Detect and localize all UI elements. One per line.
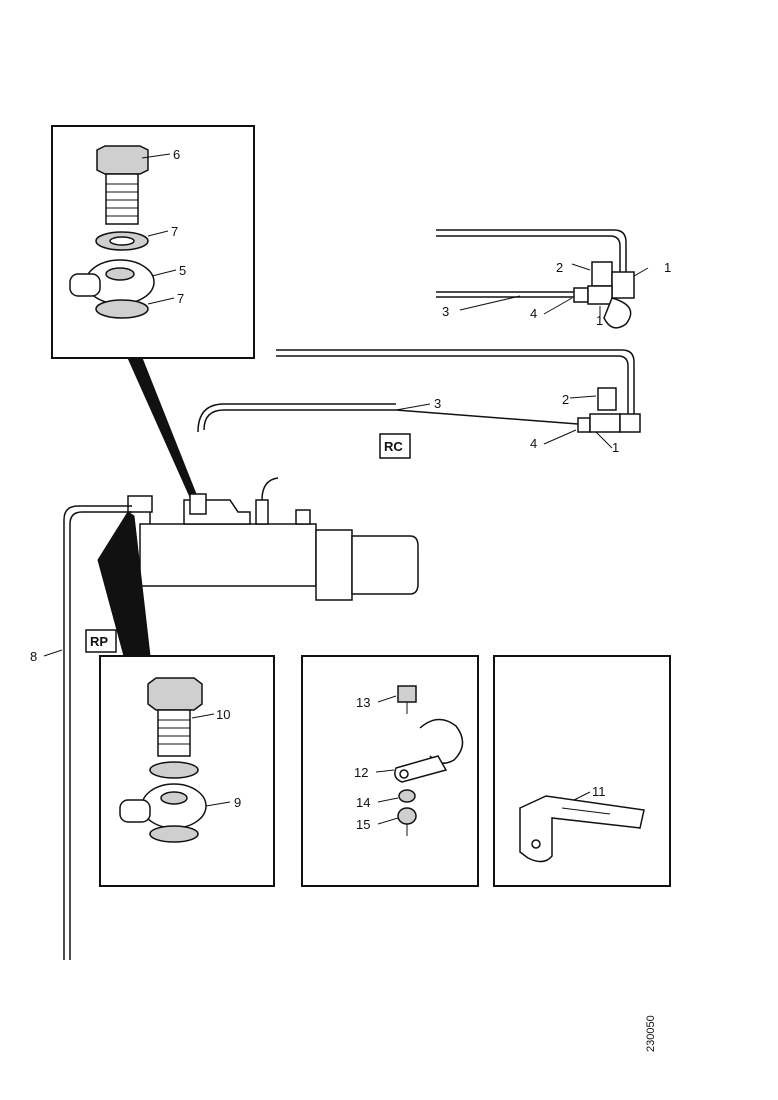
callout-8: 8 [30, 649, 37, 664]
callout-11: 11 [592, 784, 606, 799]
callout-10: 10 [216, 707, 230, 722]
callout-14: 14 [356, 795, 370, 810]
tag-rc: RC [384, 439, 403, 454]
callout-9: 9 [234, 795, 241, 810]
callout-1-upper-lower: 1 [596, 313, 603, 328]
callout-2-middle: 2 [562, 392, 569, 407]
figure-reference: 230050 [645, 1015, 657, 1052]
callout-3-upper: 3 [442, 304, 449, 319]
tag-rp: RP [90, 634, 108, 649]
callout-7-upper: 7 [171, 224, 178, 239]
pointer-upper [127, 357, 197, 498]
detail-box-clamp: 13 12 14 15 [301, 655, 479, 887]
callout-7-lower: 7 [177, 291, 184, 306]
callout-3-middle: 3 [434, 396, 441, 411]
detail-box-banjo-upper: 6 7 5 7 [51, 125, 255, 359]
main-cylinder-unit [127, 477, 419, 601]
detail-box-bracket: 11 [493, 655, 671, 887]
callout-1-upper-right: 1 [664, 260, 671, 275]
callout-4-upper: 4 [530, 306, 537, 321]
detail-box-banjo-lower: 10 9 [99, 655, 275, 887]
left-pipe: 8 RP [30, 505, 132, 960]
callout-2-upper: 2 [556, 260, 563, 275]
callout-4-middle: 4 [530, 436, 537, 451]
callout-12: 12 [354, 765, 368, 780]
callout-1-middle: 1 [612, 440, 619, 455]
callout-5: 5 [179, 263, 186, 278]
lower-valve-assembly: 2 3 4 1 RC [197, 349, 641, 459]
callout-13: 13 [356, 695, 370, 710]
upper-valve-assembly: 2 1 3 4 1 [436, 229, 671, 329]
callout-6: 6 [173, 147, 180, 162]
callout-15: 15 [356, 817, 370, 832]
